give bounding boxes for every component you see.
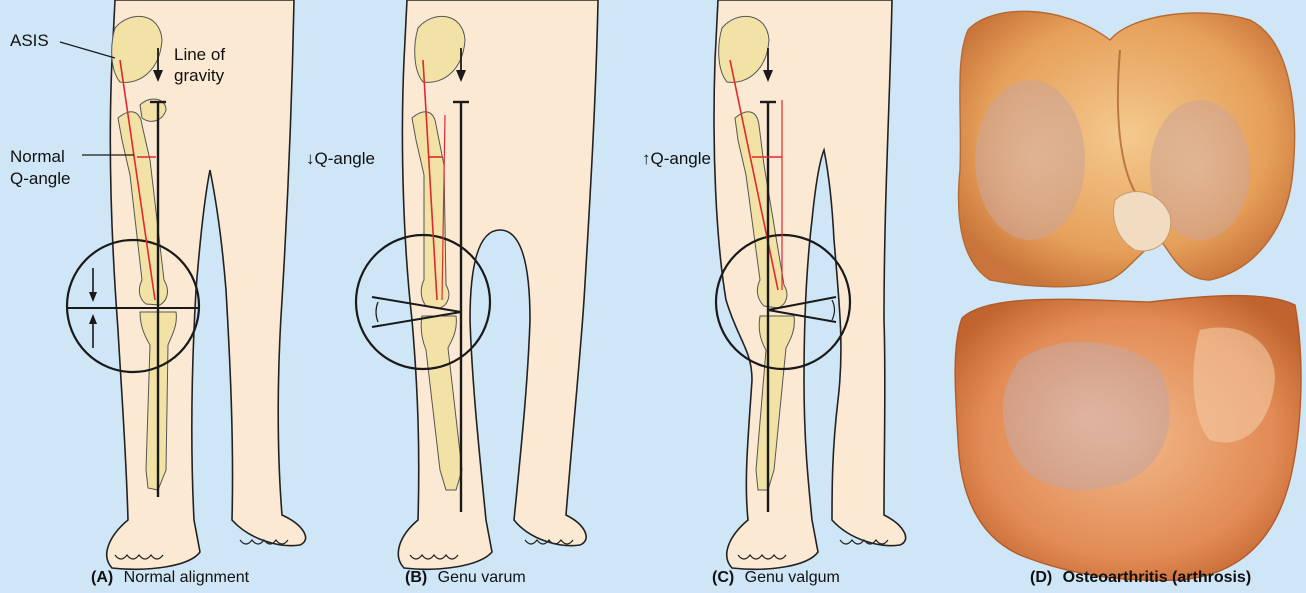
panel-c-letter: (C) — [712, 569, 734, 586]
panel-b-caption-text: Genu varum — [438, 569, 526, 586]
femoral-wear-area-left — [975, 80, 1085, 240]
increased-q-angle-label: ↑Q-angle — [642, 149, 711, 168]
panel-d-caption: (D) Osteoarthritis (arthrosis) — [1030, 569, 1251, 586]
tibial-wear-area — [1003, 342, 1170, 490]
panel-c-caption: (C) Genu valgum — [712, 569, 840, 586]
panel-a-caption-text: Normal alignment — [124, 569, 250, 586]
normal-q-angle-label-2: Q-angle — [10, 169, 70, 188]
normal-q-angle-label-1: Normal — [10, 147, 65, 166]
decreased-q-angle-label: ↓Q-angle — [306, 149, 375, 168]
panel-a-caption: (A) Normal alignment — [91, 569, 250, 586]
panel-a-letter: (A) — [91, 569, 113, 586]
panel-d-caption-text: Osteoarthritis (arthrosis) — [1063, 569, 1251, 586]
line-of-gravity-label-2: gravity — [174, 66, 225, 85]
panel-b-caption: (B) Genu varum — [405, 569, 526, 586]
panel-b-letter: (B) — [405, 569, 427, 586]
asis-label: ASIS — [10, 31, 49, 50]
panel-d-letter: (D) — [1030, 569, 1052, 586]
line-of-gravity-label-1: Line of — [174, 45, 225, 64]
panel-c-caption-text: Genu valgum — [745, 569, 840, 586]
